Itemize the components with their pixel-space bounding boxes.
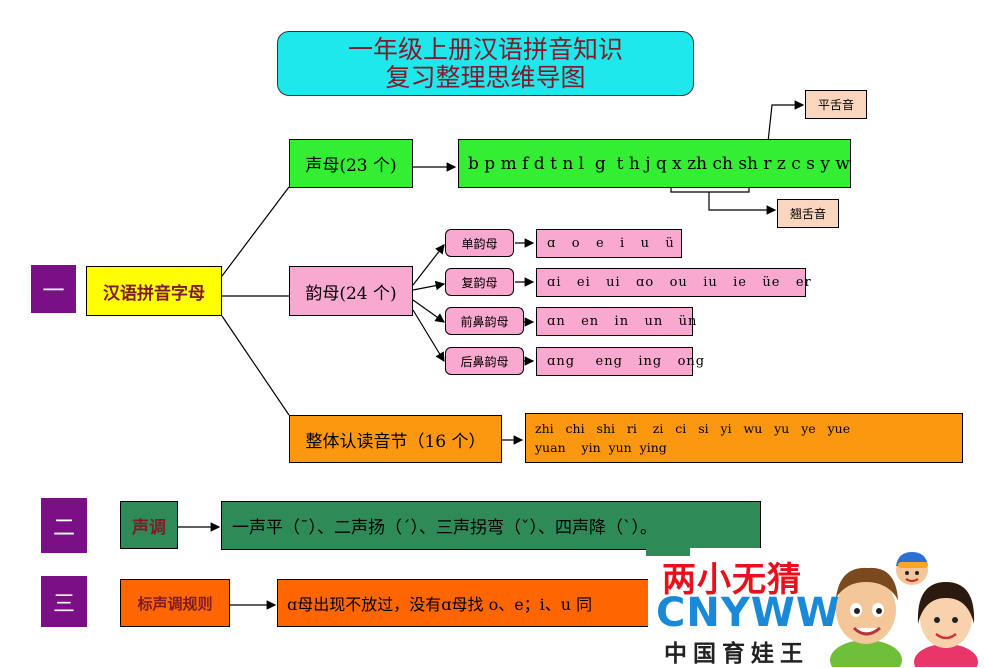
logo-en-text: CNYWW [656,590,842,636]
cartoon-kids-image [830,552,978,667]
yunmu-label: 韵母(24 个) [289,266,413,316]
section-three-content: ɑ母出现不放过，没有ɑ母找 o、e；i、u 同 [277,579,677,627]
section-two-label: 声调 [120,501,178,549]
yunmu-item-values: ɑn en in un ün [536,307,696,336]
section-one-number: 一 [31,265,76,313]
section-three-number: 三 [41,576,87,627]
yunmu-item-values: ɑ o e i u ü [536,229,682,258]
zhengti-line-2: yuan yin yun ying [535,440,667,455]
section-two-content: 一声平（ˉ）、二声扬（ˊ）、三声拐弯（ˇ）、四声降（ˋ）。 [221,501,761,550]
diagram-title: 一年级上册汉语拼音知识 复习整理思维导图 [277,31,694,96]
yunmu-item-label: 单韵母 [445,229,514,257]
zhengti-label: 整体认读音节（16 个） [289,415,502,463]
section-three-label: 标声调规则 [120,579,230,627]
section-one-label: 汉语拼音字母 [86,266,222,316]
yunmu-item-label: 复韵母 [445,268,514,296]
yunmu-item-values: ɑi ei ui ɑo ou iu ie üe er [536,268,811,297]
shengmu-letters: b p m f d t n l g t h j q x zh ch sh r z… [458,139,851,188]
yunmu-item-label: 前鼻韵母 [445,307,524,335]
shengmu-label: 声母(23 个) [289,139,413,188]
title-line-2: 复习整理思维导图 [385,62,586,92]
cnyww-logo: 两小无猜 CNYWW 中国育娃王 [646,548,984,667]
zhengti-line-1: zhi chi shi ri zi ci si yi wu yu ye yue [535,421,851,436]
title-line-1: 一年级上册汉语拼音知识 [347,34,623,64]
yunmu-item-values: ɑng eng ing ong [536,347,704,376]
logo-sub-text: 中国育娃王 [664,641,809,667]
retroflex-note: 翘舌音 [777,199,839,228]
yunmu-item-label: 后鼻韵母 [445,347,524,375]
logo-cn-text: 两小无猜 [662,560,802,600]
flat-tongue-note: 平舌音 [805,90,867,119]
section-two-number: 二 [41,498,87,553]
